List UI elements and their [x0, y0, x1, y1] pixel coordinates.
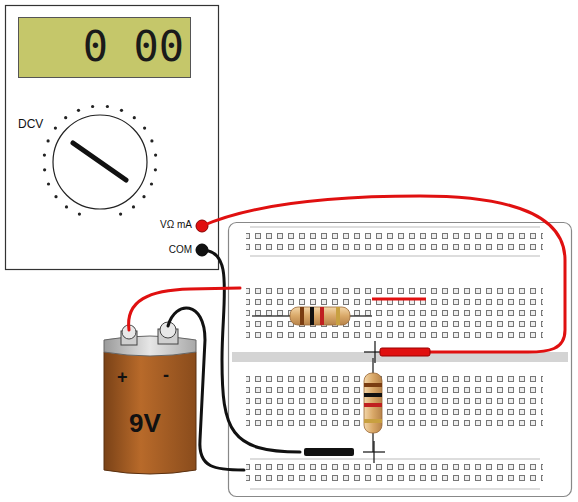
dial-mark: [43, 168, 46, 171]
dial-mark: [64, 116, 67, 119]
dial-mark: [106, 105, 109, 108]
dial-mark: [91, 105, 94, 108]
dial-mark: [43, 154, 46, 157]
resistor: [364, 358, 382, 452]
battery-voltage: 9V: [129, 410, 161, 436]
dial-mark: [54, 195, 57, 198]
dial-mark: [154, 168, 157, 171]
battery: [104, 322, 196, 474]
dial-mark: [47, 139, 50, 142]
polarity-sign: -: [163, 366, 169, 384]
resistor: [252, 307, 372, 325]
dial-mark: [65, 205, 68, 208]
red-probe: [380, 348, 430, 356]
polarity-sign: +: [117, 368, 128, 386]
dial-mark: [150, 139, 153, 142]
dial-mark: [119, 213, 122, 216]
range-label: DCV: [18, 118, 43, 130]
dial-mark: [54, 127, 57, 130]
black-probe: [304, 448, 354, 456]
dial-mark: [77, 109, 80, 112]
probe-point: [363, 341, 386, 463]
dial-mark: [132, 205, 135, 208]
dial-mark: [154, 154, 157, 157]
dial-mark: [78, 213, 81, 216]
test-lead: [129, 196, 565, 470]
dial-mark: [47, 182, 50, 185]
terminal-label: COM: [169, 245, 192, 255]
dial-mark: [133, 116, 136, 119]
dial-mark: [142, 195, 145, 198]
multimeter: [6, 6, 219, 270]
terminal-label: VΩ mA: [160, 220, 192, 230]
jumper-wire: [372, 298, 426, 301]
dial-mark: [143, 127, 146, 130]
dial-mark: [120, 109, 123, 112]
dial-mark: [150, 182, 153, 185]
meter-reading: 0 00: [83, 26, 184, 68]
breadboard: [229, 223, 572, 497]
